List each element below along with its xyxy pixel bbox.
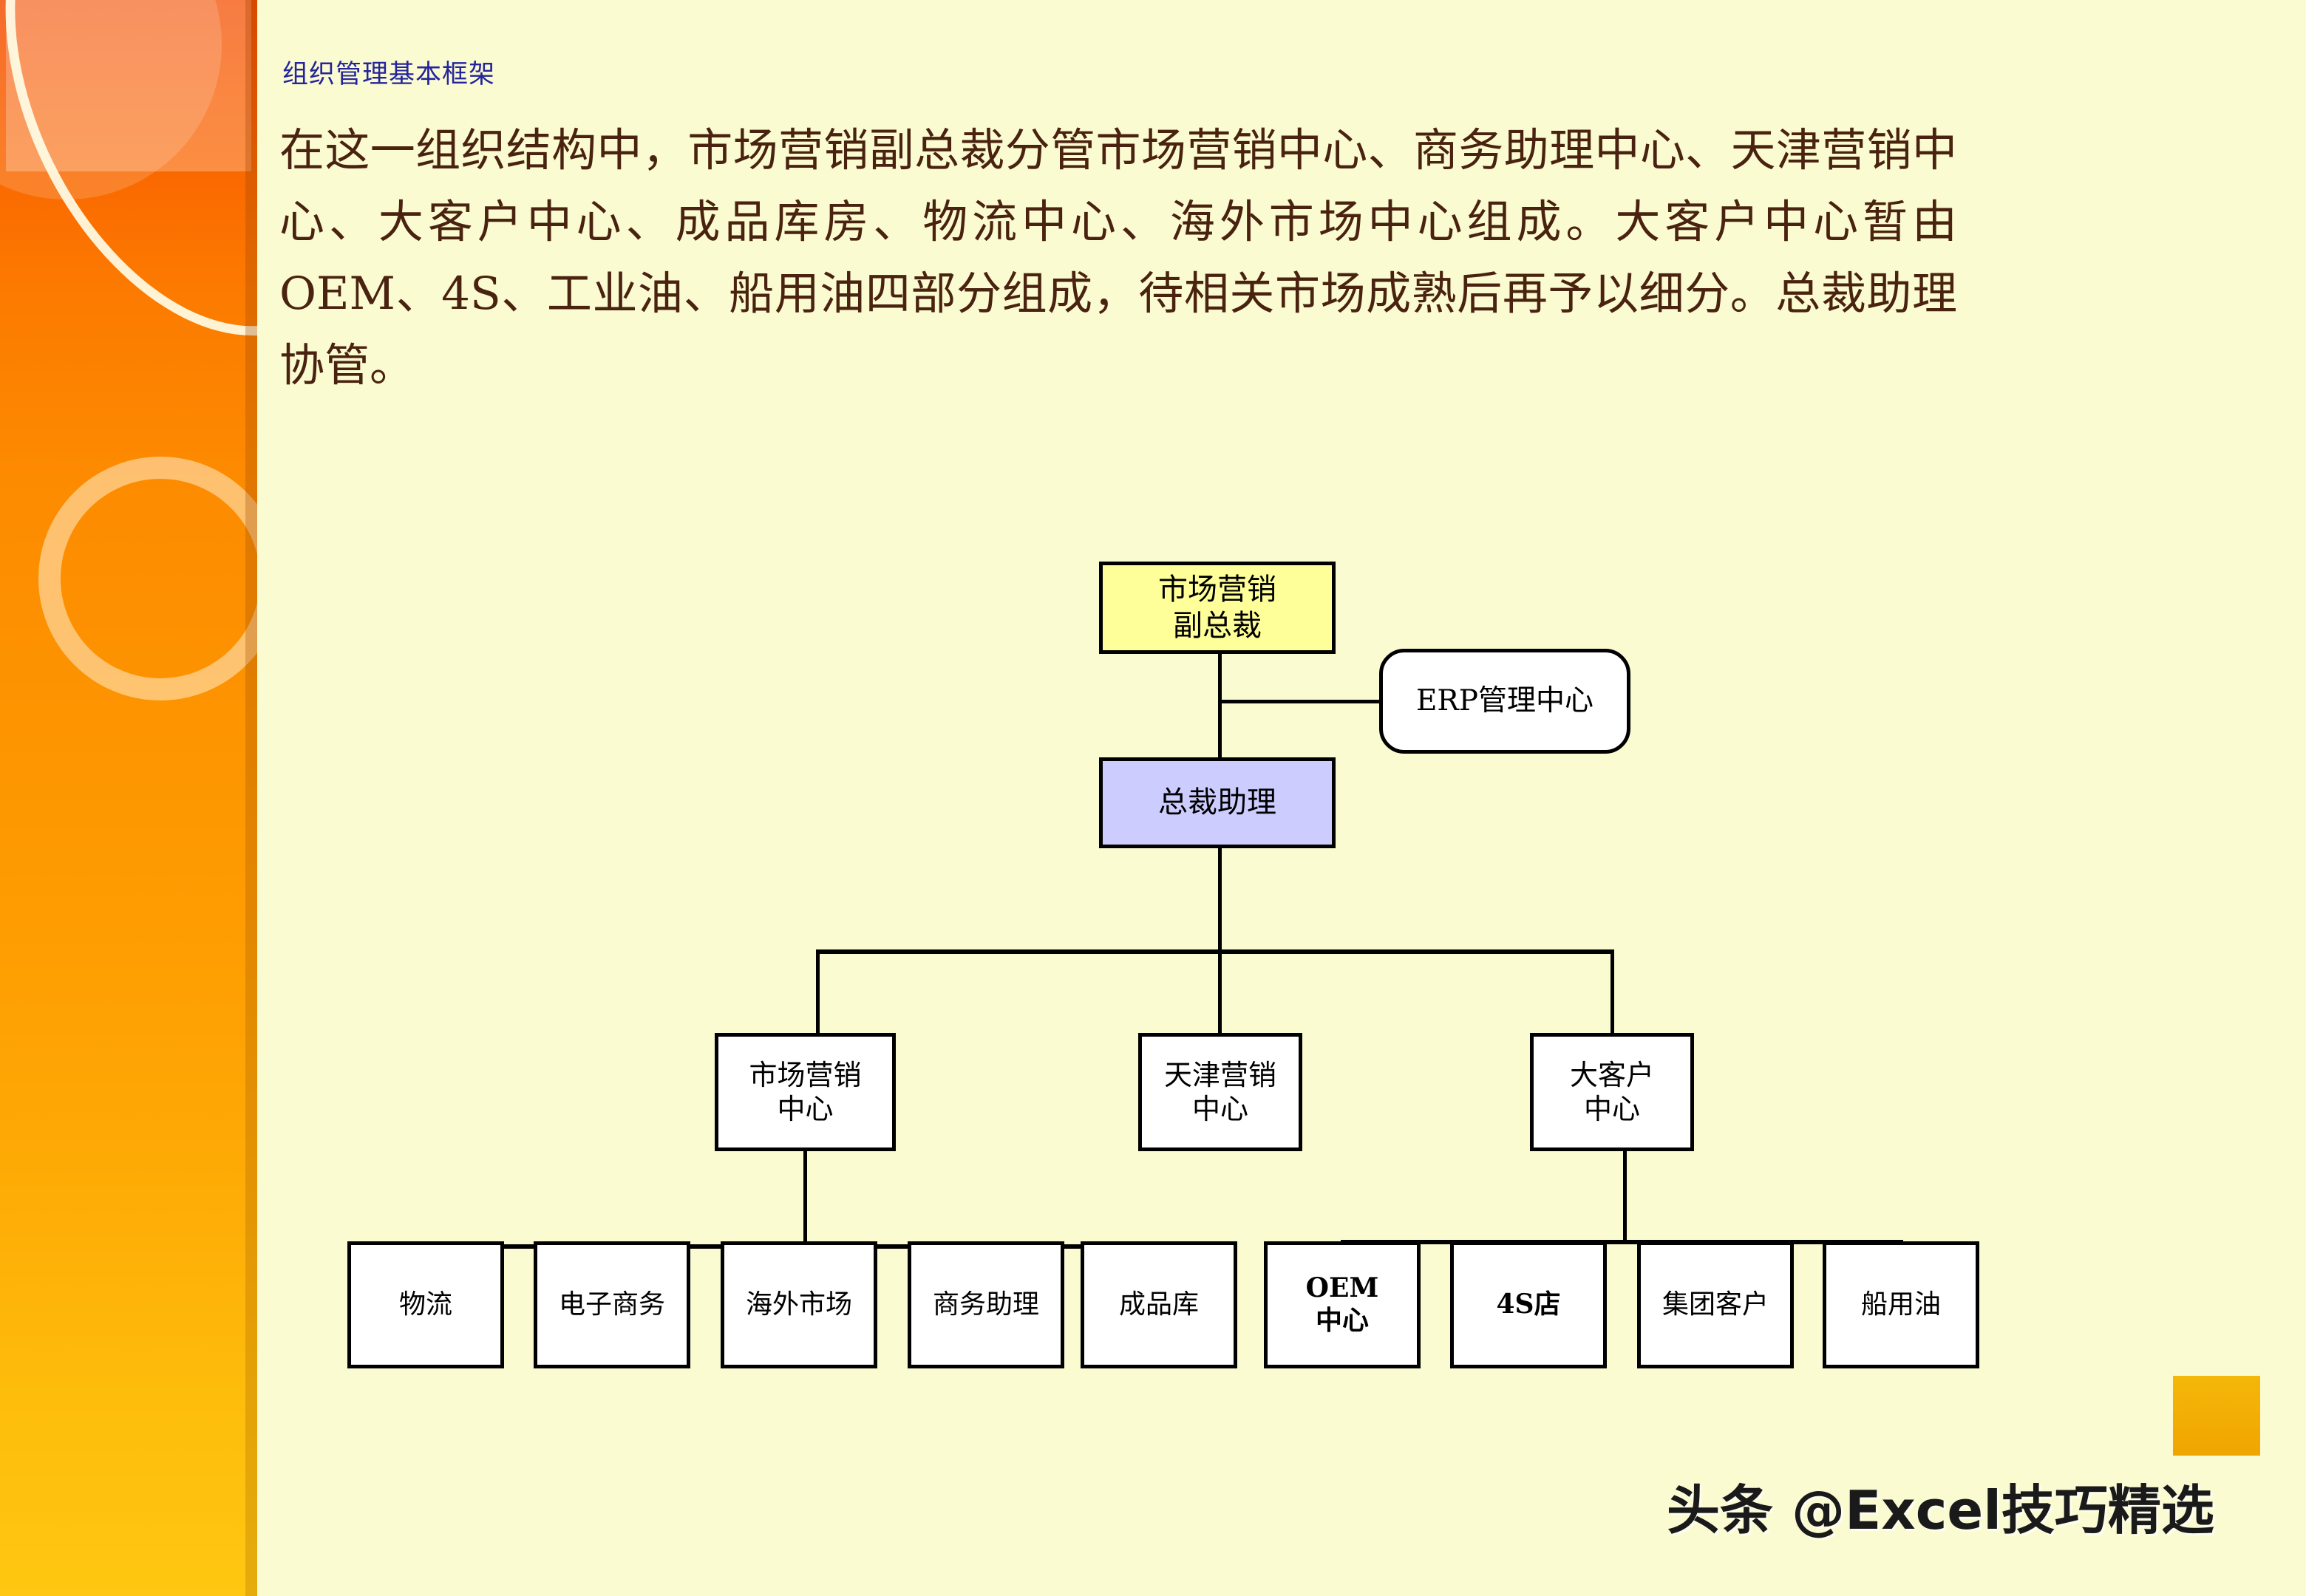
node-business-assistant-label: 商务助理 (932, 1289, 1039, 1320)
node-oem-center-line1: OEM (1305, 1272, 1379, 1304)
node-ecommerce-label: 电子商务 (558, 1289, 665, 1320)
node-key-account-center-line2: 中心 (1583, 1093, 1640, 1125)
connector-vp-to-assistant (1218, 652, 1222, 776)
connector-drop-keyacct (1611, 949, 1614, 1034)
connector-keyacct-drop (1623, 1151, 1627, 1244)
node-marine-oil[interactable]: 船用油 (1823, 1241, 1979, 1368)
connector-level2-bus (816, 949, 1614, 954)
node-erp-center-label: ERP管理中心 (1415, 684, 1594, 718)
node-president-assistant-label: 总裁助理 (1158, 785, 1276, 820)
connector-vp-to-erp (1218, 700, 1382, 703)
watermark-square-decoration (2173, 1376, 2260, 1456)
node-overseas-market[interactable]: 海外市场 (721, 1241, 877, 1368)
connector-keyacct-bus (1341, 1240, 1902, 1244)
node-erp-center[interactable]: ERP管理中心 (1379, 649, 1630, 754)
connector-assistant-drop (1218, 846, 1222, 953)
node-finished-goods-warehouse[interactable]: 成品库 (1081, 1241, 1237, 1368)
node-overseas-market-label: 海外市场 (745, 1289, 852, 1320)
node-key-account-center-line1: 大客户 (1569, 1058, 1654, 1091)
node-logistics-label: 物流 (398, 1289, 452, 1320)
node-marketing-vp[interactable]: 市场营销 副总裁 (1099, 562, 1336, 654)
node-marine-oil-label: 船用油 (1860, 1289, 1941, 1320)
sidebar-edge-strip (245, 0, 257, 1596)
body-paragraph: 在这一组织结构中，市场营销副总裁分管市场营销中心、商务助理中心、天津营销中心、大… (279, 124, 1957, 392)
page-title: 组织管理基本框架 (282, 60, 496, 89)
node-group-customer-label: 集团客户 (1662, 1289, 1769, 1320)
node-ecommerce[interactable]: 电子商务 (534, 1241, 690, 1368)
node-marketing-center[interactable]: 市场营销 中心 (715, 1033, 896, 1151)
connector-mkt-drop (803, 1151, 807, 1247)
node-logistics[interactable]: 物流 (347, 1241, 504, 1368)
node-key-account-center[interactable]: 大客户 中心 (1530, 1033, 1694, 1151)
node-president-assistant[interactable]: 总裁助理 (1099, 757, 1336, 848)
node-finished-goods-warehouse-label: 成品库 (1118, 1289, 1199, 1320)
node-4s-store[interactable]: 4S店 (1450, 1241, 1607, 1368)
node-business-assistant[interactable]: 商务助理 (908, 1241, 1064, 1368)
node-tianjin-center[interactable]: 天津营销 中心 (1138, 1033, 1302, 1151)
connector-drop-mkt (816, 949, 820, 1034)
node-group-customer[interactable]: 集团客户 (1637, 1241, 1794, 1368)
connector-drop-tianjin (1218, 949, 1222, 1034)
node-tianjin-center-line2: 中心 (1191, 1093, 1248, 1125)
node-marketing-vp-line1: 市场营销 (1158, 572, 1276, 607)
watermark-text: 头条 @Excel技巧精选 (1667, 1479, 2214, 1541)
node-4s-store-label: 4S店 (1496, 1289, 1561, 1320)
node-tianjin-center-line1: 天津营销 (1163, 1058, 1276, 1091)
node-oem-center-line2: 中心 (1315, 1305, 1369, 1336)
node-marketing-center-line2: 中心 (777, 1093, 834, 1125)
node-marketing-center-line1: 市场营销 (749, 1058, 862, 1091)
node-marketing-vp-line2: 副总裁 (1173, 608, 1262, 643)
node-oem-center[interactable]: OEM 中心 (1264, 1241, 1421, 1368)
sidebar-translucent-panel (6, 0, 251, 171)
decorative-sidebar (0, 0, 257, 1596)
